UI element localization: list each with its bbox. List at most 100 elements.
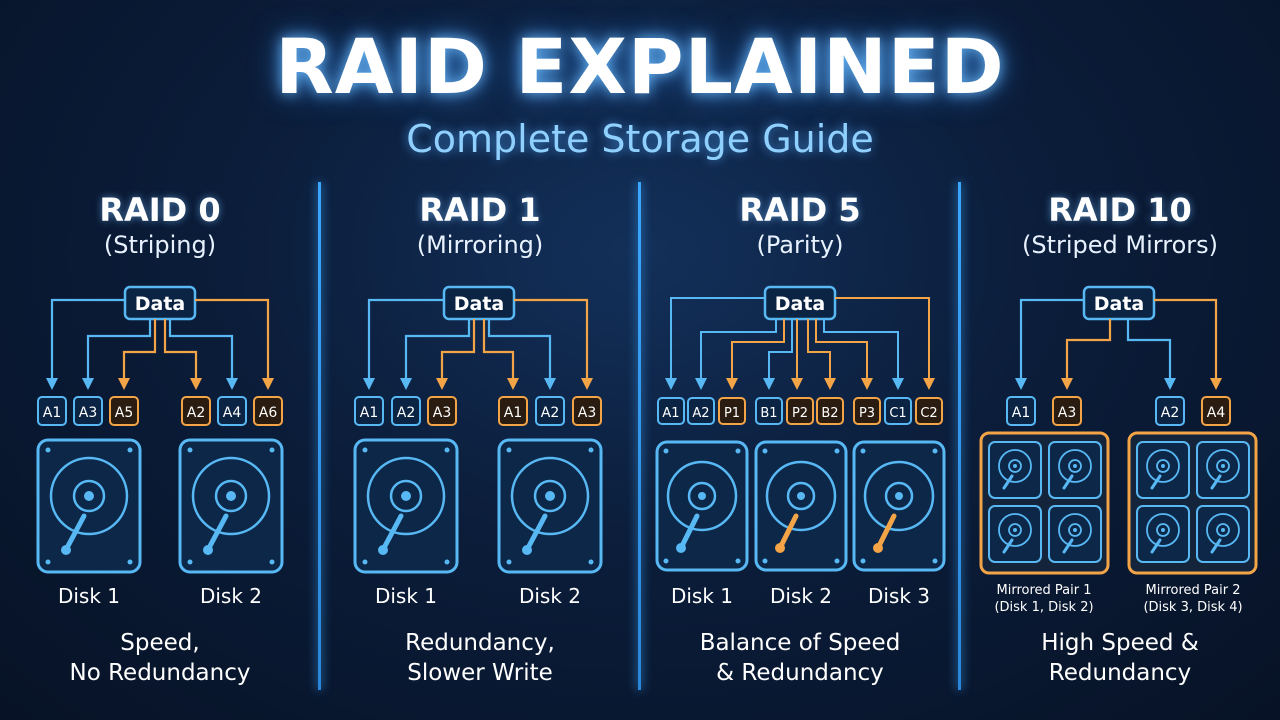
- raid-0-diagram: Data A1 A3 A5 A2 A4 A6: [36, 285, 284, 608]
- svg-text:A2: A2: [187, 405, 205, 421]
- svg-text:A2: A2: [541, 405, 559, 421]
- raid-subtitle: (Striping): [103, 231, 217, 259]
- panel-raid-10: RAID 10 (Striped Mirrors) Data: [960, 0, 1280, 720]
- svg-text:A2: A2: [1161, 405, 1179, 421]
- hard-disk-icon: [1047, 504, 1103, 564]
- raid-5-diagram: Data A1 A2 P1 B1 P2 B2: [655, 285, 946, 608]
- data-box: Data: [1082, 285, 1156, 321]
- description-line-2: Redundancy: [1048, 660, 1192, 686]
- block-a1-mirror: A1: [498, 396, 528, 426]
- description-line-2: & Redundancy: [716, 660, 884, 686]
- svg-text:B2: B2: [821, 406, 838, 421]
- block-a4: A4: [1201, 396, 1231, 426]
- block-a1: A1: [354, 396, 384, 426]
- raid-title: RAID 5: [739, 191, 861, 229]
- description-line-1: Balance of Speed: [699, 630, 901, 656]
- hard-disk-icon: [1135, 504, 1191, 564]
- raid-title: RAID 1: [419, 191, 541, 229]
- hard-disk-icon: [497, 438, 603, 574]
- block-a2: A2: [687, 397, 715, 425]
- svg-text:A1: A1: [1012, 405, 1030, 421]
- panel-raid-0: RAID 0 (Striping) Data A1 A3 A5 A2: [0, 0, 320, 720]
- arrowheads: [46, 378, 274, 390]
- hard-disk-icon: [987, 504, 1043, 564]
- page-title: RAID EXPLAINED: [275, 22, 1005, 111]
- block-c1: C1: [884, 397, 912, 425]
- raid-subtitle: (Mirroring): [416, 231, 544, 259]
- data-label: Data: [775, 293, 826, 315]
- svg-text:P1: P1: [724, 406, 740, 421]
- raid-description: High Speed & Redundancy: [960, 628, 1280, 688]
- svg-text:A5: A5: [115, 405, 133, 421]
- description-line-1: Speed,: [120, 630, 200, 656]
- raid-description: Redundancy, Slower Write: [320, 628, 640, 688]
- hard-disk-icon: [655, 440, 749, 572]
- data-box: Data: [763, 285, 837, 321]
- block-a3: A3: [73, 396, 103, 426]
- disk-label: Disk 1: [58, 584, 120, 608]
- raid-10-diagram: Data A1 A3 A2 A4: [979, 285, 1258, 615]
- block-p3: P3: [853, 397, 881, 425]
- hard-disk-icon: [1135, 440, 1191, 500]
- arrows: [1019, 298, 1218, 380]
- arrowheads: [1015, 378, 1222, 390]
- svg-text:A3: A3: [1058, 405, 1076, 421]
- pair-disks: (Disk 1, Disk 2): [994, 600, 1093, 615]
- block-b1: B1: [755, 397, 783, 425]
- svg-text:C1: C1: [889, 406, 906, 421]
- mirrored-pair-2: [1127, 431, 1258, 575]
- block-p1: P1: [718, 397, 746, 425]
- panel-raid-5: RAID 5 (Parity) Data A: [640, 0, 960, 720]
- disk-label: Disk 1: [671, 584, 733, 608]
- data-box: Data: [123, 285, 197, 321]
- hard-disk-icon: [1047, 440, 1103, 500]
- divider-3: [958, 182, 961, 690]
- block-a1: A1: [657, 397, 685, 425]
- svg-text:A4: A4: [1207, 405, 1226, 421]
- block-a2-mirror: A2: [535, 396, 565, 426]
- arrows: [670, 297, 930, 380]
- hard-disk-icon: [36, 438, 142, 574]
- disk-label: Disk 2: [770, 584, 832, 608]
- arrows: [50, 298, 270, 380]
- disk-label: Disk 3: [868, 584, 930, 608]
- raid-subtitle: (Parity): [756, 231, 844, 259]
- raid-1-diagram: Data A1 A2 A3 A1 A2 A3: [353, 285, 603, 608]
- hard-disk-icon: [1195, 440, 1251, 500]
- raid-title: RAID 10: [1048, 191, 1192, 229]
- disk-label: Disk 1: [375, 584, 437, 608]
- svg-text:P3: P3: [859, 406, 875, 421]
- svg-text:A2: A2: [397, 405, 415, 421]
- hard-disk-icon: [754, 440, 848, 572]
- data-box: Data: [442, 285, 516, 321]
- description-line-2: No Redundancy: [69, 660, 251, 686]
- mirrored-pair-1: [979, 431, 1110, 575]
- block-a1: A1: [1006, 396, 1036, 426]
- svg-text:A1: A1: [360, 405, 378, 421]
- svg-text:A4: A4: [223, 405, 242, 421]
- block-a1: A1: [37, 396, 67, 426]
- raid-description: Balance of Speed & Redundancy: [640, 628, 960, 688]
- svg-text:P2: P2: [792, 406, 808, 421]
- block-a3: A3: [1052, 396, 1082, 426]
- description-line-1: High Speed &: [1041, 630, 1199, 656]
- description-line-1: Redundancy,: [405, 630, 555, 656]
- svg-text:A3: A3: [433, 405, 451, 421]
- block-a6: A6: [253, 396, 283, 426]
- data-label: Data: [135, 293, 186, 315]
- pair-label: Mirrored Pair 2: [1146, 583, 1241, 598]
- data-label: Data: [1094, 293, 1145, 315]
- disk-label: Disk 2: [519, 584, 581, 608]
- block-c2: C2: [915, 397, 943, 425]
- svg-text:A6: A6: [259, 405, 278, 421]
- raid-title: RAID 0: [99, 191, 221, 229]
- svg-text:A1: A1: [504, 405, 522, 421]
- svg-text:B1: B1: [760, 406, 777, 421]
- panel-raid-1: RAID 1 (Mirroring) Data A1 A2 A3 A1 A2 A…: [320, 0, 640, 720]
- hard-disk-icon: [353, 438, 459, 574]
- block-b2: B2: [816, 397, 844, 425]
- block-a2: A2: [391, 396, 421, 426]
- description-line-2: Slower Write: [407, 660, 553, 686]
- hard-disk-icon: [178, 438, 284, 574]
- block-a2: A2: [181, 396, 211, 426]
